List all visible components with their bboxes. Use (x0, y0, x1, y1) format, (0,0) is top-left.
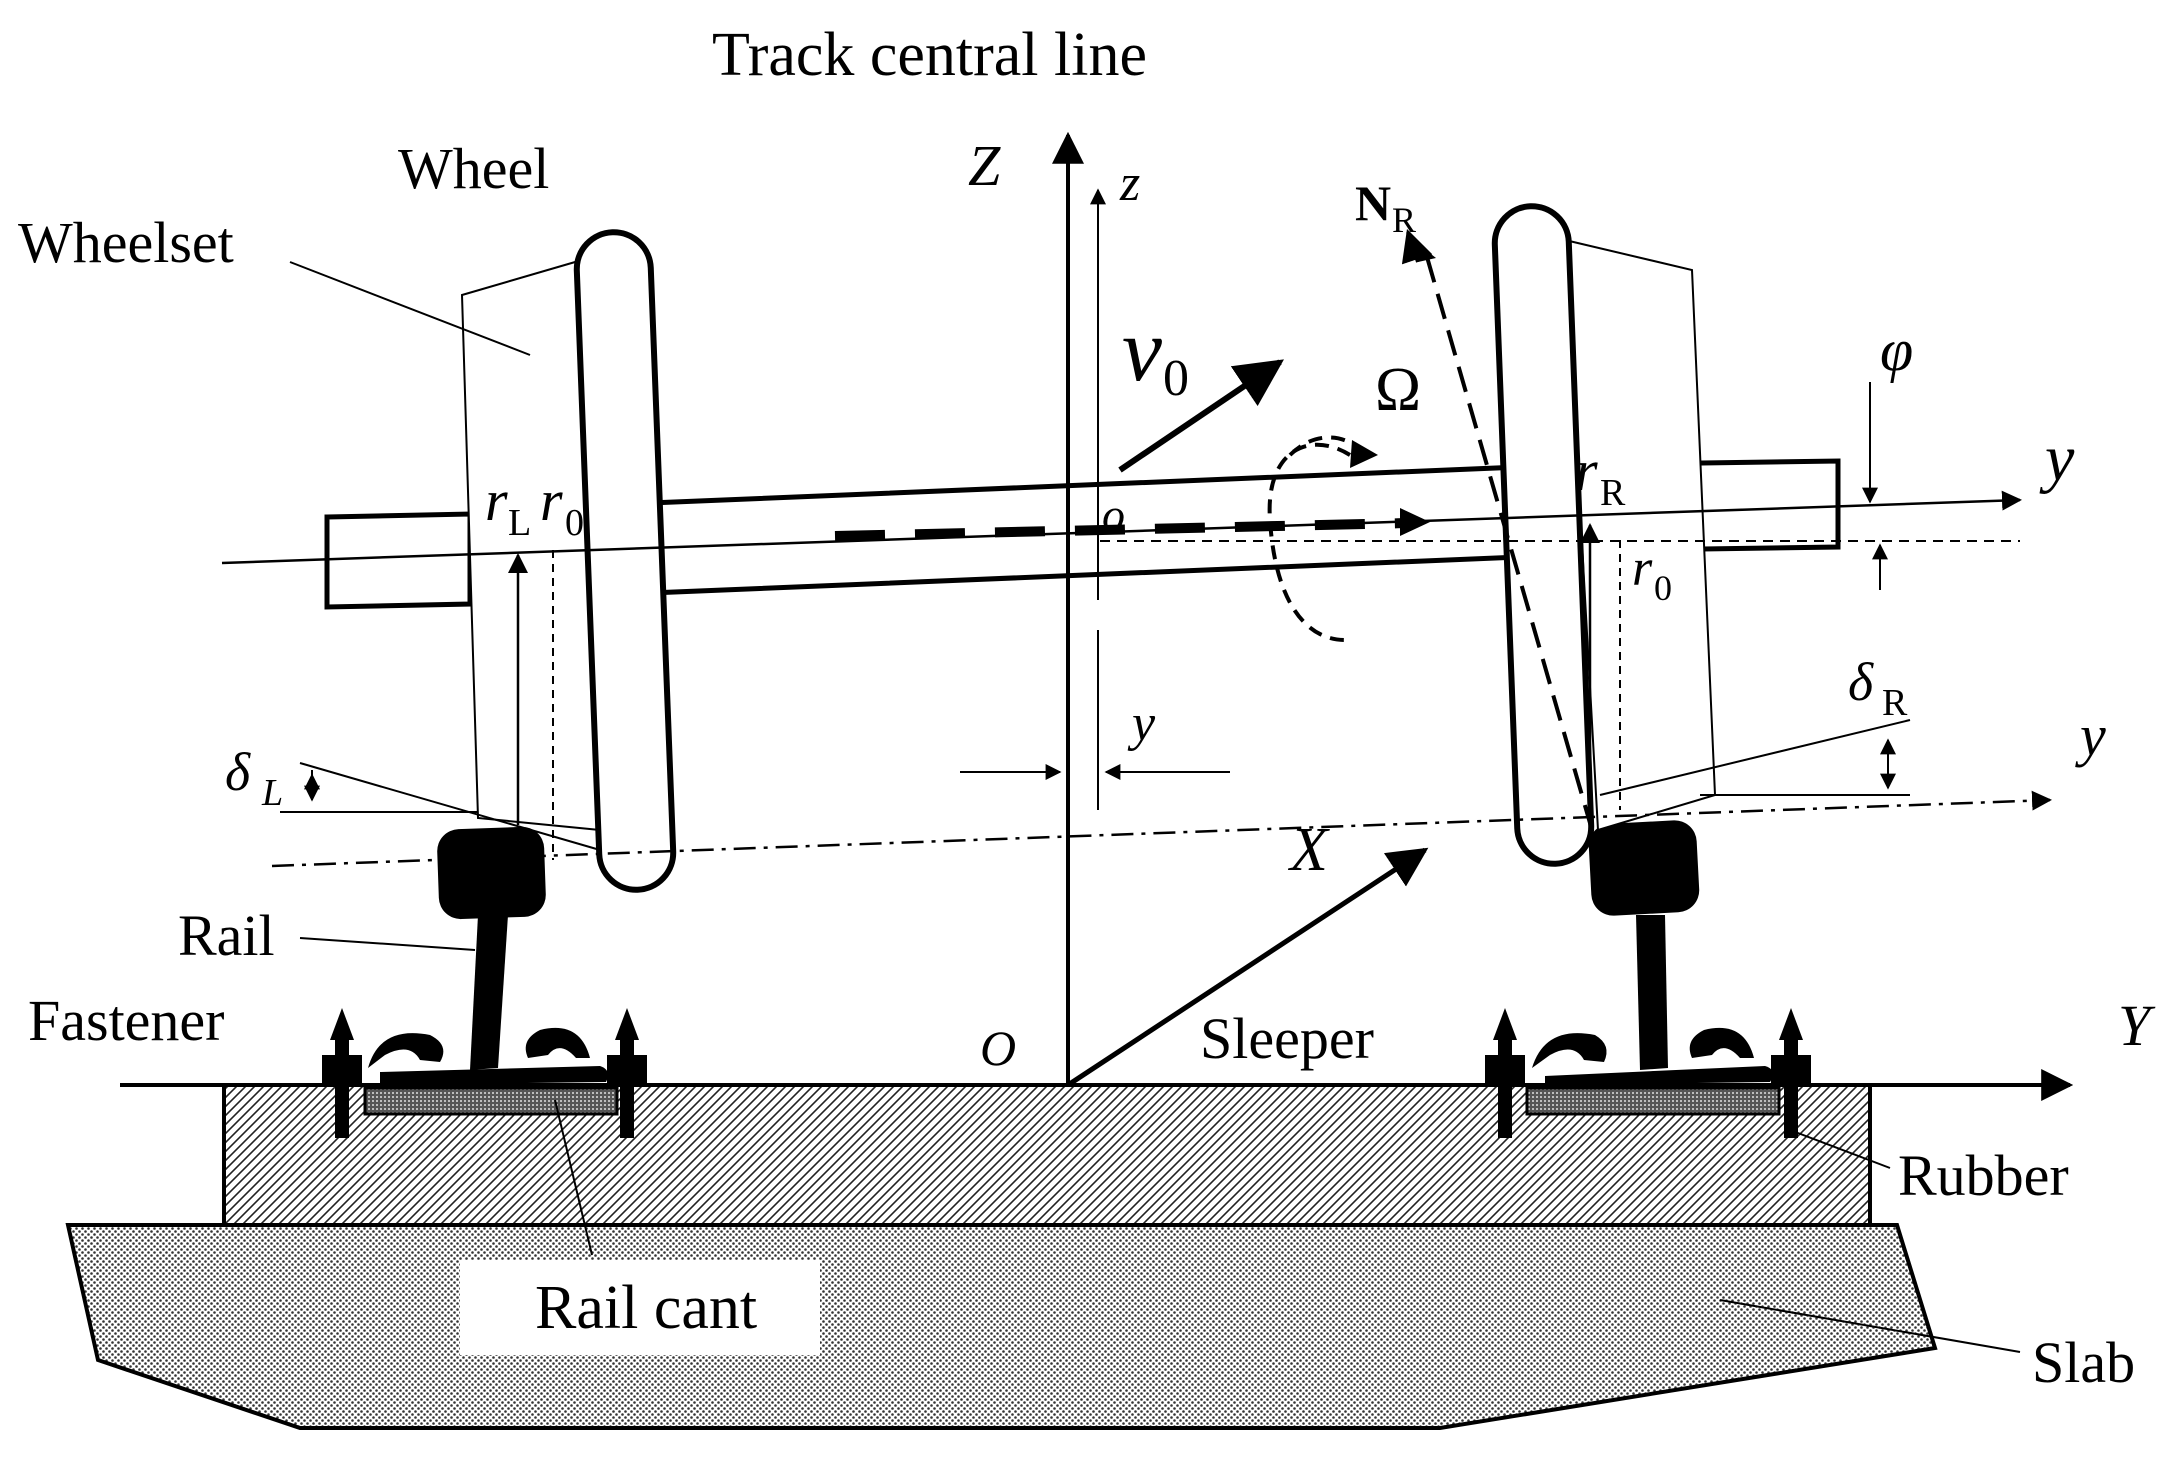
symbol-r0-right: r (1632, 540, 1653, 597)
label-wheelset: Wheelset (18, 210, 234, 275)
label-fastener: Fastener (28, 988, 225, 1053)
symbol-X: X (1287, 816, 1330, 884)
symbol-o: o (1102, 489, 1125, 540)
symbol-delta-R-sub: R (1882, 682, 1908, 724)
symbol-y-lower: y (2075, 703, 2106, 768)
rail-leader (299, 937, 476, 951)
symbol-z: z (1119, 155, 1140, 212)
label-rail-cant: Rail cant (535, 1274, 757, 1342)
symbol-delta-left: δ (225, 742, 251, 802)
label-wheel: Wheel (398, 136, 549, 201)
symbol-N: N (1355, 175, 1391, 231)
normal-force-line (1423, 249, 1594, 831)
symbol-y-axis: y (2039, 422, 2075, 495)
right-rubber-pad (1525, 1086, 1781, 1116)
symbol-r-R-sub: R (1600, 472, 1626, 514)
label-rubber: Rubber (1898, 1143, 2069, 1208)
velocity-arrow (1118, 359, 1284, 473)
slab (65, 1223, 1938, 1430)
symbol-O: O (980, 1020, 1016, 1076)
label-slab: Slab (2032, 1330, 2135, 1395)
symbol-Y: Y (2118, 993, 2156, 1058)
slab-leader (1719, 1299, 2021, 1353)
symbol-r0-right-sub: 0 (1654, 568, 1672, 608)
left-fastener-clip-inner (368, 1033, 444, 1068)
symbol-Z: Z (968, 133, 1001, 198)
rotation-arc (1267, 442, 1352, 642)
right-wheel (1491, 203, 1717, 867)
symbol-v-sub: 0 (1163, 350, 1189, 407)
wheelset-leader (289, 261, 531, 356)
axle-centerline (834, 518, 1411, 541)
rail-cant-label-box (460, 1260, 820, 1355)
symbol-y-displacement: y (1127, 695, 1156, 752)
symbol-delta-L-sub: L (261, 772, 283, 814)
symbol-r-L-sub: L (508, 502, 531, 544)
left-wheel (460, 229, 677, 893)
symbol-omega: Ω (1375, 356, 1421, 424)
symbol-r0-left: r (540, 468, 563, 533)
symbol-delta-right: δ (1848, 652, 1874, 712)
label-rail: Rail (178, 903, 275, 968)
title-track-central-line: Track central line (712, 21, 1147, 89)
symbol-phi: φ (1880, 317, 1913, 383)
left-rail (322, 826, 647, 1138)
symbol-r0-left-sub: 0 (565, 502, 584, 544)
right-rail (1485, 820, 1811, 1138)
label-sleeper: Sleeper (1200, 1006, 1374, 1071)
symbol-N-sub: R (1392, 200, 1416, 240)
contact-line (271, 790, 2052, 868)
symbol-r-right: r (1575, 438, 1598, 503)
rubber-leader (1789, 1129, 1891, 1169)
symbol-v: v (1122, 301, 1162, 400)
symbol-r-left: r (485, 468, 508, 533)
left-rubber-pad (363, 1086, 619, 1116)
X-axis-arrow (1066, 847, 1429, 1088)
rail-cant-leader (554, 1099, 593, 1256)
